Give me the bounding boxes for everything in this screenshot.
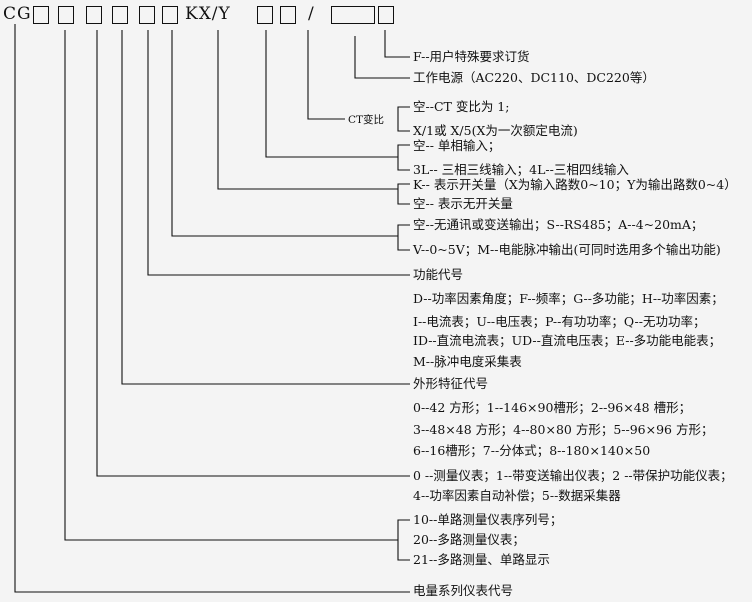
code-box-power [331, 6, 375, 24]
entry-custom: F--用户特殊要求订货 [413, 49, 530, 64]
label-ct: CT变比 [348, 114, 385, 126]
entry-function-1: D--功率因素角度；F--频率；G--多功能；H--功率因素； [413, 291, 724, 306]
bracket-input [397, 144, 410, 171]
entry-function-2: I--电流表；U--电压表；P--有功功率；Q--无功功率； [413, 314, 706, 329]
code-box-9 [378, 6, 394, 24]
code-kxy: KX/Y [185, 4, 231, 24]
entry-shape-title: 外形特征代号 [413, 376, 489, 391]
leader-custom [384, 30, 410, 58]
code-slash: / [308, 4, 315, 24]
entry-series: 电量系列仪表代号 [413, 583, 514, 598]
entry-output-1: 空--无通讯或变送输出；S--RS485；A--4~20mA； [413, 217, 704, 232]
entry-type-1: 0 --测量仪表；1--带变送输出仪表；2 --带保护功能仪表； [413, 468, 733, 483]
leader-ct [307, 30, 345, 120]
entry-power: 工作电源（AC220、DC110、DC220等） [413, 70, 655, 85]
code-box-1 [33, 6, 49, 24]
entry-shape-1: 0--42 方形；1--146×90槽形；2--96×48 槽形； [413, 400, 692, 415]
entry-output-2: V--0~5V；M--电能脉冲输出(可同时选用多个输出功能) [413, 242, 721, 257]
code-prefix: CG [3, 4, 32, 24]
entry-input-1: 空-- 单相输入； [413, 138, 501, 153]
entry-function-3: ID--直流电流表；UD--直流电压表；E--多功能电能表； [413, 333, 722, 348]
entry-switch-1: K-- 表示开关量（X为输入路数0~10；Y为输出路数0~4） [413, 177, 737, 192]
code-box-2 [58, 6, 74, 24]
leader-power [354, 36, 410, 79]
bracket-channels [397, 519, 410, 561]
code-box-4 [112, 6, 128, 24]
entry-shape-2: 3--48×48 方形；4--80×80 方形；5--96×96 方形； [413, 422, 714, 437]
entry-shape-3: 6--16槽形；7--分体式；8--180×140×50 [413, 443, 651, 458]
code-box-5 [139, 6, 155, 24]
entry-channels-1: 10--单路测量仪表序列号； [413, 512, 563, 527]
code-box-8 [280, 6, 296, 24]
entry-function-title: 功能代号 [413, 267, 464, 282]
leader-shape [121, 30, 410, 385]
leader-series [14, 24, 410, 593]
entry-channels-3: 21--多路测量、单路显示 [413, 552, 550, 567]
leader-channels [64, 30, 398, 541]
entry-ct-1: 空--CT 变比为 1; [413, 99, 510, 114]
leader-function [147, 30, 410, 276]
entry-input-2: 3L-- 三相三线输入；4L--三相四线输入 [413, 162, 629, 177]
entry-switch-2: 空-- 表示无开关量 [413, 196, 513, 211]
entry-type-2: 4--功率因素自动补偿；5--数据采集器 [413, 488, 621, 503]
entry-channels-2: 20--多路测量仪表； [413, 532, 525, 547]
bracket-switch [397, 183, 410, 205]
bracket-ct [397, 106, 410, 132]
code-box-7 [257, 6, 273, 24]
leader-input [265, 30, 398, 158]
entry-function-4: M--脉冲电度采集表 [413, 354, 522, 369]
leader-output [171, 30, 398, 237]
leader-switch [217, 30, 398, 190]
entry-ct-2: X/1或 X/5(X为一次额定电流) [413, 123, 578, 138]
bracket-output [397, 224, 410, 251]
code-box-3 [86, 6, 102, 24]
code-box-6 [162, 6, 178, 24]
leader-type [96, 30, 410, 477]
